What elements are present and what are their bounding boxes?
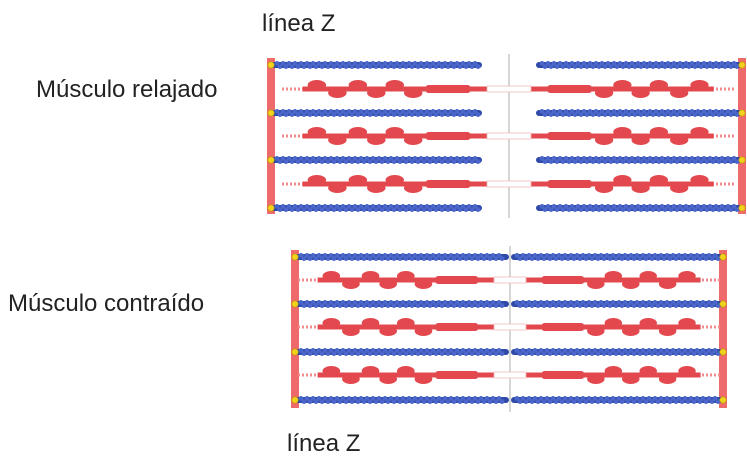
- z-anchor-dot: [291, 396, 299, 404]
- actin-filament: [536, 109, 742, 117]
- z-anchor-dot: [719, 348, 727, 356]
- z-disc: [291, 250, 299, 408]
- actin-filament: [536, 61, 742, 69]
- actin-filament: [295, 253, 509, 261]
- actin-filament: [271, 204, 482, 213]
- z-anchor-dot: [291, 300, 299, 308]
- z-disc: [719, 250, 727, 408]
- z-anchor-dot: [291, 348, 299, 356]
- z-anchor-dot: [738, 156, 746, 164]
- actin-filament: [536, 156, 742, 165]
- z-anchor-dot: [738, 204, 746, 212]
- actin-filament: [271, 61, 482, 69]
- actin-filament: [511, 396, 723, 404]
- z-anchor-dot: [719, 300, 727, 308]
- z-disc: [738, 58, 746, 214]
- myosin-filament: [282, 127, 734, 145]
- actin-filament: [511, 300, 723, 308]
- myosin-filament: [282, 80, 734, 98]
- actin-filament: [536, 204, 742, 213]
- z-line-label-top: línea Z: [262, 10, 336, 37]
- z-anchor-dot: [738, 109, 746, 117]
- z-anchor-dot: [267, 61, 275, 69]
- myosin-filament: [282, 175, 734, 193]
- actin-filament: [511, 253, 723, 261]
- contracted-muscle-label: Músculo contraído: [8, 290, 205, 317]
- myosin-filament: [298, 366, 720, 384]
- z-anchor-dot: [719, 253, 727, 261]
- actin-filament: [511, 348, 723, 356]
- actin-filament: [295, 396, 509, 404]
- myosin-filament: [298, 271, 720, 289]
- myosin-filament: [298, 318, 720, 336]
- actin-filament: [271, 156, 482, 165]
- actin-filament: [271, 109, 482, 117]
- z-anchor-dot: [267, 109, 275, 117]
- z-line-label-bottom: línea Z: [287, 430, 361, 457]
- z-anchor-dot: [267, 156, 275, 164]
- z-anchor-dot: [291, 253, 299, 261]
- z-disc: [267, 58, 275, 214]
- z-anchor-dot: [267, 204, 275, 212]
- contracted-sarcomere: [291, 246, 727, 412]
- actin-filament: [295, 300, 509, 308]
- z-anchor-dot: [719, 396, 727, 404]
- relaxed-muscle-label: Músculo relajado: [36, 76, 218, 103]
- actin-filament: [295, 348, 509, 356]
- relaxed-sarcomere: [267, 54, 746, 218]
- z-anchor-dot: [738, 61, 746, 69]
